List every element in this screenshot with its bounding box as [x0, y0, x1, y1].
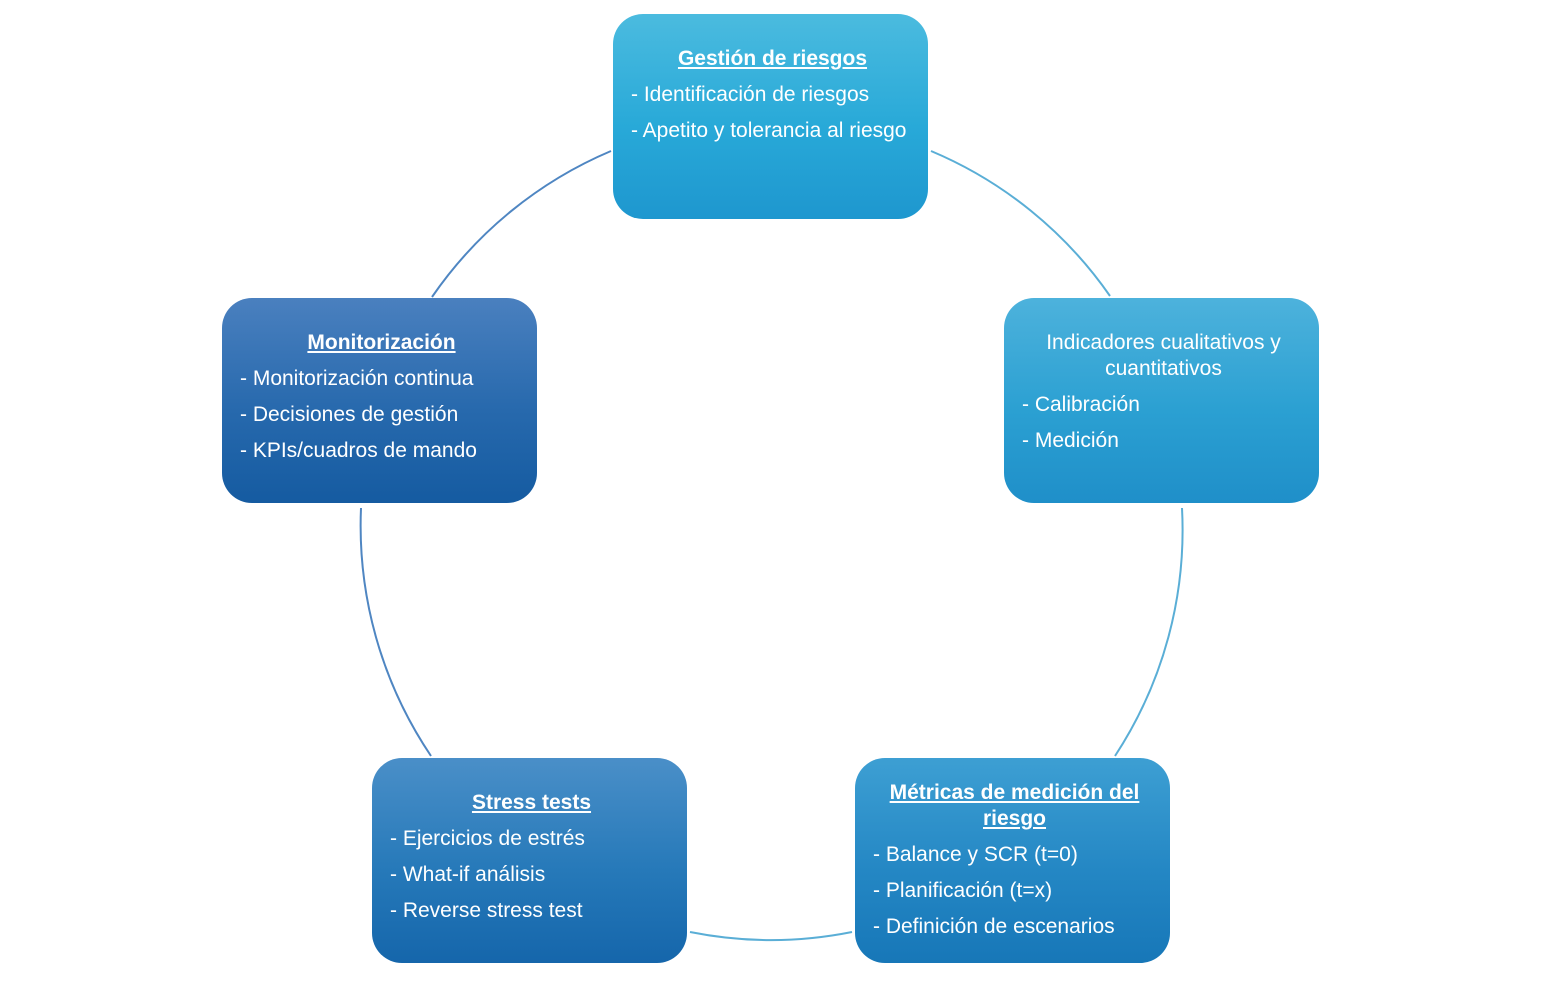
node-gestion-de-riesgos: Gestión de riesgos - Identificación de r…: [613, 14, 928, 219]
node-monitorizacion: Monitorización - Monitorización continua…: [222, 298, 537, 503]
node-title: Monitorización: [307, 331, 456, 354]
node-title: Indicadores cualitativos y cuantitativos: [1046, 331, 1281, 380]
connector-arc-top-right: [930, 150, 1111, 297]
node-item: - Decisiones de gestión: [240, 403, 459, 426]
connector-arc-right-bottom: [1114, 507, 1184, 757]
connector-arc-bottom: [689, 931, 853, 942]
node-item: - Medición: [1022, 429, 1119, 452]
node-item: - Ejercicios de estrés: [390, 827, 585, 850]
node-title: Métricas de medición del riesgo: [889, 781, 1140, 830]
connector-arc-bottom-left: [359, 507, 432, 757]
node-item: - Balance y SCR (t=0): [873, 843, 1078, 866]
node-item: - Apetito y tolerancia al riesgo: [631, 119, 907, 142]
node-title: Stress tests: [471, 791, 592, 814]
node-indicadores: Indicadores cualitativos y cuantitativos…: [1004, 298, 1319, 503]
node-item: - Planificación (t=x): [873, 879, 1053, 902]
node-item: - Definición de escenarios: [873, 915, 1115, 938]
node-item: - Monitorización continua: [240, 367, 474, 390]
node-title: Gestión de riesgos: [677, 47, 868, 70]
node-metricas: Métricas de medición del riesgo - Balanc…: [855, 758, 1170, 963]
node-item: - Reverse stress test: [390, 899, 583, 922]
node-item: - KPIs/cuadros de mando: [240, 439, 477, 462]
node-item: - Calibración: [1022, 393, 1140, 416]
node-item: - What-if análisis: [390, 863, 546, 886]
node-item: - Identificación de riesgos: [631, 83, 870, 106]
connector-arc-left-top: [431, 150, 612, 298]
node-stress-tests: Stress tests - Ejercicios de estrés - Wh…: [372, 758, 687, 963]
